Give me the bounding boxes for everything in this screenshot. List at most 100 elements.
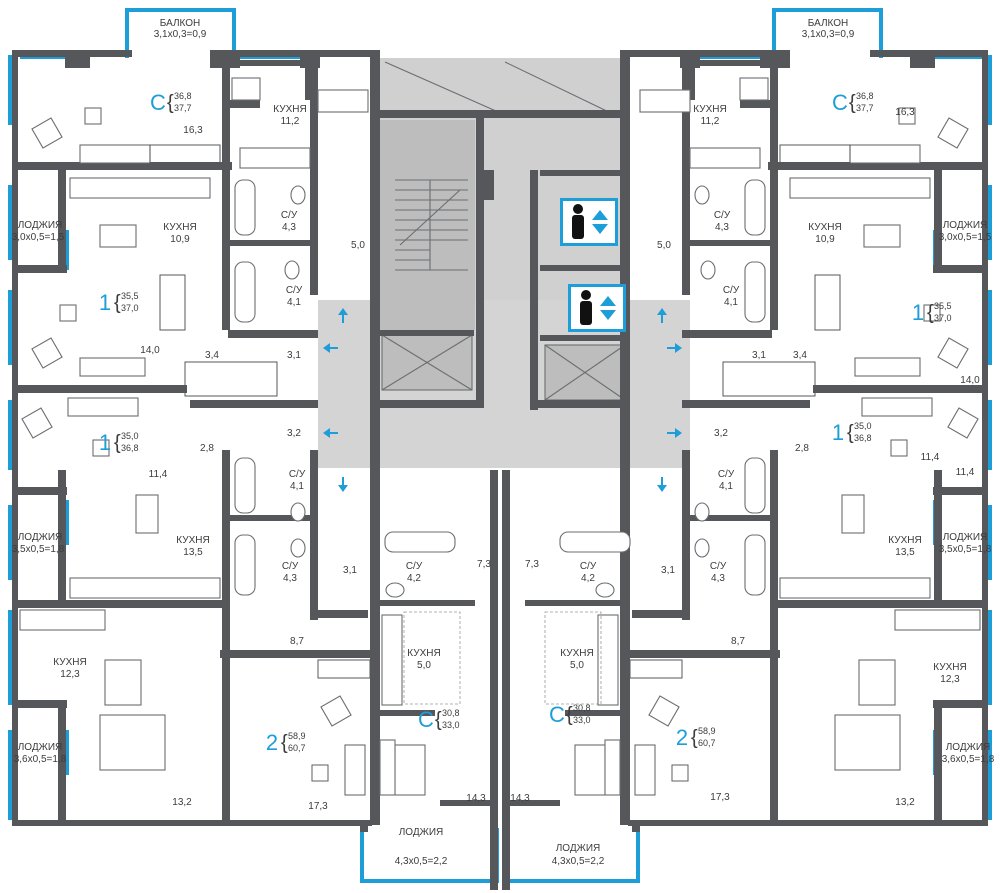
label-loggia-l1: ЛОДЖИЯ	[18, 220, 63, 231]
label-wc-l3: С/У	[289, 469, 306, 480]
apartment-apt-tl: С{36,837,7	[150, 90, 191, 115]
label-kitchen-tr: КУХНЯ	[693, 104, 726, 115]
label-kitchen-l2-a: 10,9	[170, 234, 190, 245]
total-area: 36,8	[854, 433, 872, 443]
label-hall-cl: 7,3	[477, 559, 491, 570]
apartment-type: С	[418, 707, 434, 732]
living-area: 36,8	[856, 91, 874, 101]
label-hall-l5: 3,1	[343, 565, 357, 576]
apartment-type: С	[150, 90, 166, 115]
label-kitchen-r4: КУХНЯ	[933, 662, 966, 673]
label-kitchen-l4: КУХНЯ	[53, 657, 86, 668]
label-wc-l2: С/У	[286, 285, 303, 296]
area-brace-icon: {	[114, 292, 121, 314]
living-area: 30,8	[573, 703, 591, 713]
apartment-apt-l3: 1{35,0 36,8	[99, 430, 139, 455]
label-room-r3b: 11,4	[956, 467, 975, 478]
label-hall-r3: 3,2	[714, 428, 728, 439]
label-kitchen-r2-a: 10,9	[815, 234, 835, 245]
label-balkon-l: БАЛКОН	[160, 18, 201, 29]
apartment-type: С	[832, 90, 848, 115]
room-labels: БАЛКОН3,1х0,3=0,9БАЛКОН3,1х0,3=0,9КУХНЯ1…	[12, 18, 995, 867]
label-wc-l4: С/У	[282, 561, 299, 572]
total-area: 37,0	[121, 303, 139, 313]
direction-arrow-icon	[338, 477, 348, 492]
label-hall-l4: 2,8	[200, 443, 214, 454]
apartment-type: 1	[99, 430, 111, 455]
area-brace-icon: {	[435, 709, 442, 731]
total-area: 60,7	[698, 738, 716, 748]
apartment-type: 1	[832, 420, 844, 445]
area-brace-icon: {	[691, 727, 698, 749]
label-loggia-l3: ЛОДЖИЯ	[18, 742, 63, 753]
furniture	[19, 77, 981, 796]
label-wc-r1-a: 4,3	[715, 222, 729, 233]
label-loggia-r3: ЛОДЖИЯ	[946, 742, 991, 753]
label-kitchen-cr: КУХНЯ	[560, 648, 593, 659]
label-kitchen-tl: КУХНЯ	[273, 104, 306, 115]
label-loggia-cr: ЛОДЖИЯ	[556, 843, 601, 854]
label-room-tl: 16,3	[183, 125, 203, 136]
label-room-l5: 17,3	[308, 801, 328, 812]
label-loggia-cl-d: 4,3х0,5=2,2	[395, 856, 448, 867]
living-area: 35,0	[121, 431, 139, 441]
label-kitchen-r3: КУХНЯ	[888, 535, 921, 546]
label-loggia-l3-d: 3,6х0,5=1,8	[14, 754, 67, 765]
label-wc-l2-a: 4,1	[287, 297, 301, 308]
label-wc-r3-a: 4,1	[719, 481, 733, 492]
label-kitchen-cl-a: 5,0	[417, 660, 431, 671]
label-kitchen-r3-a: 13,5	[895, 547, 915, 558]
direction-arrow-icon	[323, 428, 338, 438]
total-area: 36,8	[121, 443, 139, 453]
label-kitchen-cl: КУХНЯ	[407, 648, 440, 659]
label-wc-l1-a: 4,3	[282, 222, 296, 233]
elevator-person-icon	[560, 198, 618, 246]
total-area: 37,7	[856, 103, 874, 113]
label-room-r3: 11,4	[921, 452, 940, 463]
area-brace-icon: {	[849, 92, 856, 114]
direction-arrow-icon	[667, 428, 682, 438]
label-wc-r3: С/У	[718, 469, 735, 480]
label-loggia-r1-d: 3,0х0,5=1,5	[939, 232, 992, 243]
elevator-person-icon	[568, 284, 626, 332]
apartment-type: 2	[266, 730, 278, 755]
label-loggia-cl: ЛОДЖИЯ	[399, 827, 444, 838]
label-wc-r4-a: 4,3	[711, 573, 725, 584]
label-balkon-l-d: 3,1х0,3=0,9	[154, 29, 207, 40]
label-kitchen-r2: КУХНЯ	[808, 222, 841, 233]
label-wc-cl-a: 4,2	[407, 573, 421, 584]
walls	[12, 50, 988, 890]
living-area: 58,9	[288, 731, 306, 741]
label-wc-r4: С/У	[710, 561, 727, 572]
area-brace-icon: {	[847, 422, 854, 444]
direction-arrow-icon	[323, 343, 338, 353]
label-kitchen-l4-a: 12,3	[60, 669, 80, 680]
label-corr-r1: 3,1	[752, 350, 766, 361]
label-balkon-r-d: 3,1х0,3=0,9	[802, 29, 855, 40]
label-hall-r5: 3,1	[661, 565, 675, 576]
label-wc-cl: С/У	[406, 561, 423, 572]
label-loggia-cr-d: 4,3х0,5=2,2	[552, 856, 605, 867]
total-area: 37,7	[174, 103, 192, 113]
label-wc-cr-a: 4,2	[581, 573, 595, 584]
label-room-r2: 14,0	[960, 375, 980, 386]
label-kitchen-l3-a: 13,5	[183, 547, 203, 558]
total-area: 37,0	[934, 313, 952, 323]
area-brace-icon: {	[167, 92, 174, 114]
label-wc-l1: С/У	[281, 210, 298, 221]
label-hall-l6: 8,7	[290, 636, 304, 647]
area-brace-icon: {	[114, 432, 121, 454]
label-kitchen-l2: КУХНЯ	[163, 222, 196, 233]
label-kitchen-l3: КУХНЯ	[176, 535, 209, 546]
apartment-apt-r2: 1{35,537,0	[912, 300, 952, 325]
direction-arrow-icon	[657, 477, 667, 492]
area-brace-icon: {	[927, 302, 934, 324]
direction-arrows	[323, 308, 682, 492]
living-area: 35,0	[854, 421, 872, 431]
label-room-cr: 14,3	[510, 793, 530, 804]
total-area: 33,0	[442, 720, 460, 730]
label-corr-r2: 3,4	[793, 350, 807, 361]
label-wc-r1: С/У	[714, 210, 731, 221]
